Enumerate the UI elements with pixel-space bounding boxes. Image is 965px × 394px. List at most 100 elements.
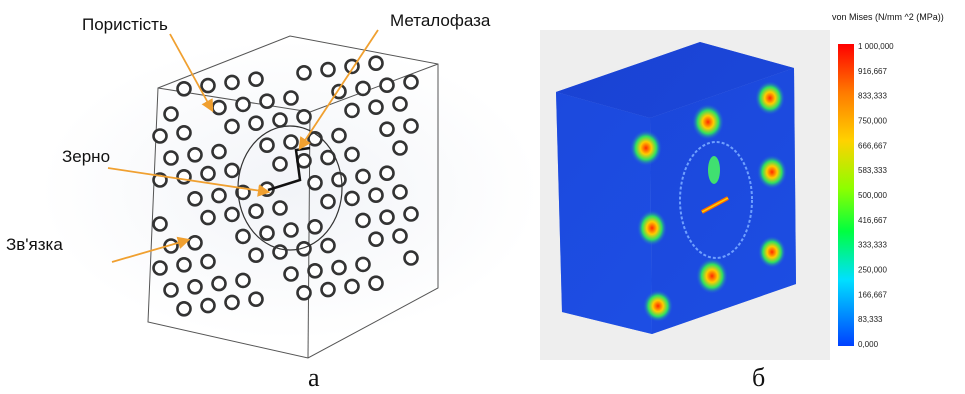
scale-tick-label: 0,000 — [858, 340, 879, 349]
pore — [272, 156, 288, 172]
pore — [320, 149, 336, 166]
pore — [187, 278, 203, 295]
arrow-metal-phase — [298, 29, 379, 151]
label-grain: Зерно — [62, 147, 110, 166]
pore — [344, 146, 360, 163]
pore — [224, 162, 240, 179]
pore — [187, 147, 203, 163]
scale-tick-label: 916,667 — [858, 67, 887, 76]
hotspot-7 — [696, 258, 728, 294]
arrow-bond — [111, 236, 191, 263]
hotspot-5 — [637, 210, 667, 246]
label-metal-phase: Металофаза — [390, 11, 491, 30]
pore — [392, 96, 408, 112]
pore — [200, 297, 216, 314]
pore — [344, 102, 360, 119]
pore — [200, 77, 216, 94]
pore — [272, 200, 288, 216]
pore — [379, 165, 395, 181]
pore — [224, 294, 240, 311]
panel-a: Пористість Металофаза Зерно Зв'язка а — [6, 11, 540, 392]
pore — [283, 266, 299, 282]
arrow-porosity — [169, 33, 214, 113]
pore — [176, 300, 192, 317]
callout-arrows — [107, 29, 379, 263]
pore — [403, 74, 419, 90]
legend-title: von Mises (N/mm ^2 (MPa)) — [832, 12, 944, 22]
pore — [403, 206, 419, 222]
pore — [248, 247, 264, 263]
pore — [307, 262, 323, 279]
pore — [248, 291, 264, 308]
pore — [368, 99, 384, 115]
pore — [296, 153, 312, 169]
hotspot-2 — [692, 104, 724, 140]
pore — [259, 225, 275, 241]
pore — [163, 106, 179, 122]
caption-a: а — [308, 363, 320, 392]
scale-tick-label: 750,000 — [858, 117, 887, 126]
pore — [259, 137, 275, 153]
pore — [307, 175, 323, 191]
pore — [307, 131, 323, 147]
pore — [259, 93, 275, 109]
pore — [296, 241, 312, 257]
pore — [403, 118, 419, 134]
pore — [296, 284, 312, 301]
label-porosity: Пористість — [82, 15, 168, 34]
pore — [344, 190, 360, 207]
scale-tick-label: 83,333 — [858, 315, 883, 324]
panel-b: von Mises (N/mm ^2 (MPa)) 1 000,000 916,6… — [540, 12, 944, 392]
pore — [368, 187, 384, 203]
pore — [307, 219, 323, 235]
scale-tick-label: 1 000,000 — [858, 42, 894, 51]
pore — [187, 235, 203, 251]
pore — [355, 80, 371, 97]
pore — [176, 256, 192, 273]
pore — [224, 118, 240, 135]
hotspot-4 — [757, 155, 787, 189]
hotspot-8 — [643, 290, 673, 322]
pore — [320, 61, 336, 78]
pore — [379, 121, 395, 137]
pore — [224, 74, 240, 91]
block-surface — [556, 42, 796, 334]
pore — [163, 282, 179, 298]
pore — [368, 275, 384, 292]
color-scale-ticks: 1 000,000916,667833,333750,000666,667583… — [858, 42, 894, 349]
pore — [163, 150, 179, 166]
pore — [392, 228, 408, 244]
pore — [379, 209, 395, 225]
hotspot-1 — [630, 130, 662, 166]
stress-hotspots — [630, 81, 787, 322]
scale-tick-label: 250,000 — [858, 266, 887, 275]
pore — [368, 55, 384, 72]
pore — [283, 134, 299, 150]
pore — [211, 187, 227, 204]
pore — [176, 169, 192, 185]
pore — [200, 253, 216, 270]
pore — [152, 216, 168, 232]
panel-a-background — [40, 40, 540, 340]
pore — [283, 90, 299, 106]
pore — [224, 206, 240, 223]
pore — [235, 228, 251, 245]
pore — [296, 109, 312, 125]
scale-tick-label: 166,667 — [858, 290, 887, 299]
stress-grain — [679, 141, 753, 259]
scale-tick-label: 416,667 — [858, 216, 887, 225]
hotspot-6 — [758, 236, 786, 268]
pore — [344, 278, 360, 295]
pore — [248, 115, 264, 131]
pore — [272, 244, 288, 260]
caption-b: б — [752, 363, 765, 392]
pore — [176, 125, 192, 141]
pore — [392, 184, 408, 200]
arrow-grain — [107, 167, 271, 197]
pore — [331, 127, 347, 144]
pore — [368, 231, 384, 247]
pore — [176, 81, 192, 97]
pore — [320, 193, 336, 210]
pore — [283, 222, 299, 238]
